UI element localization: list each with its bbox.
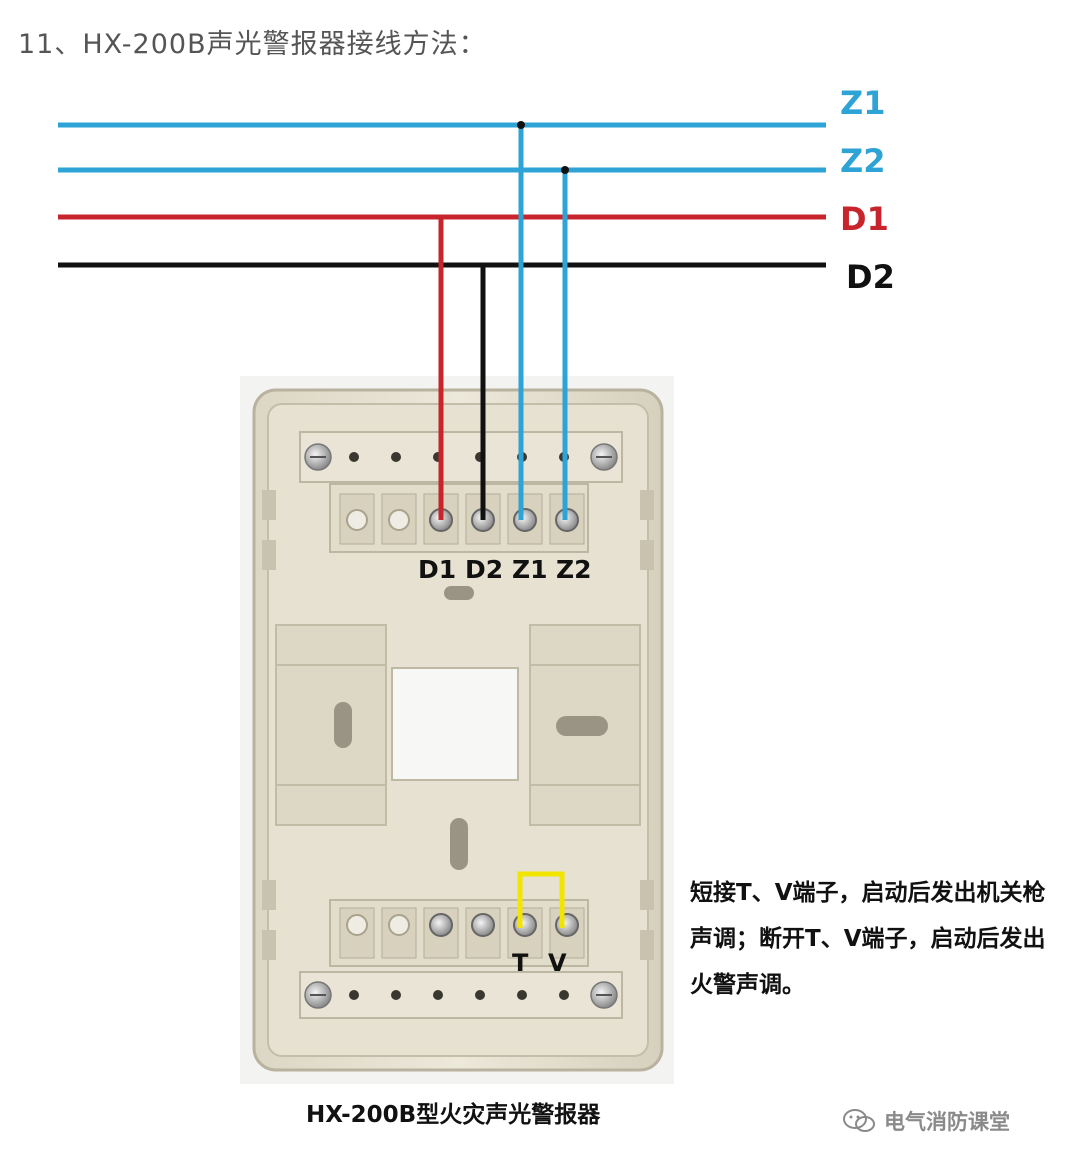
bus-label-z1: Z1 <box>840 84 885 122</box>
watermark-text: 电气消防课堂 <box>884 1110 1010 1134</box>
terminal-label-v: V <box>548 949 567 977</box>
terminal-label-z2: Z2 <box>556 555 592 584</box>
terminal-label-t: T <box>512 949 529 977</box>
watermark: 电气消防课堂 <box>842 1106 1010 1136</box>
junction-dot-z1 <box>517 121 525 129</box>
bus-label-z2: Z2 <box>840 142 885 180</box>
alarm-base-plate <box>252 388 664 1072</box>
terminal-label-d1: D1 <box>418 555 456 584</box>
bus-label-d2: D2 <box>846 258 895 296</box>
junction-dot-z2 <box>561 166 569 174</box>
bottom-terminal-block <box>299 899 623 1019</box>
wechat-icon <box>843 1109 875 1132</box>
bus-label-d1: D1 <box>840 200 889 238</box>
page-title: 11、HX-200B声光警报器接线方法： <box>18 29 487 60</box>
terminal-label-d2: D2 <box>465 555 503 584</box>
top-terminal-block <box>299 431 623 553</box>
jumper-note: 短接T、V端子，启动后发出机关枪声调；断开T、V端子，启动后发出火警声调。 <box>690 880 1046 998</box>
terminal-label-z1: Z1 <box>512 555 548 584</box>
device-caption: HX-200B型火灾声光警报器 <box>306 1102 601 1128</box>
tv-jumper-wire <box>517 871 565 928</box>
